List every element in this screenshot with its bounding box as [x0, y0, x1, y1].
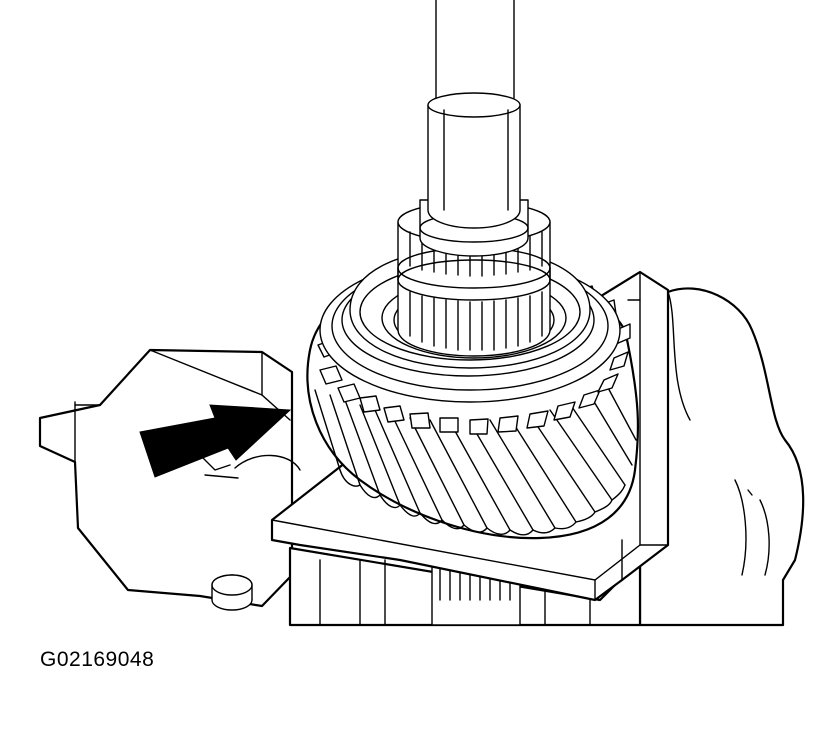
pointer-arrow — [139, 404, 292, 478]
transmission-case-right — [638, 287, 805, 627]
transmission-gear-illustration — [38, 0, 805, 627]
figure-code: G02169048 — [40, 648, 155, 671]
gear-teeth — [314, 383, 637, 536]
lower-assembly — [211, 546, 642, 627]
transmission-case-left — [38, 348, 301, 608]
main-shaft — [419, 0, 529, 257]
